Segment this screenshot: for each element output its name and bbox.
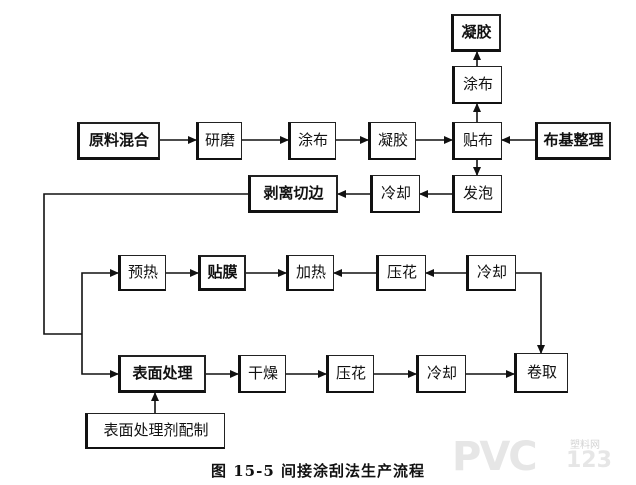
node-cooling-2: 冷却 — [466, 255, 516, 291]
node-heating: 加热 — [286, 255, 334, 291]
node-laminating-film: 贴膜 — [198, 255, 246, 291]
node-surface-treatment: 表面处理 — [118, 355, 206, 393]
arrow-cool2-to-wind — [516, 272, 545, 354]
figure-caption: 图 15-5 间接涂刮法生产流程 — [211, 462, 425, 480]
node-gelling-2: 凝胶 — [451, 14, 501, 52]
arrow-trunk-to-preheat — [81, 269, 119, 334]
watermark-site: 塑料网 — [570, 440, 600, 451]
node-raw-mixing: 原料混合 — [77, 122, 160, 160]
node-embossing-2: 压花 — [326, 355, 374, 393]
node-grinding: 研磨 — [196, 122, 242, 160]
node-coating-1: 涂布 — [288, 122, 336, 160]
watermark-number: 123 — [566, 448, 612, 473]
node-gelling-1: 凝胶 — [368, 122, 416, 160]
node-embossing-1: 压花 — [376, 255, 426, 291]
node-fabric-base-finishing: 布基整理 — [535, 122, 611, 160]
node-drying: 干燥 — [238, 355, 286, 393]
arrow-trunk-to-surface — [81, 334, 119, 378]
node-coating-2: 涂布 — [452, 66, 502, 104]
node-cooling-3: 冷却 — [416, 355, 466, 393]
node-peel-trim: 剥离切边 — [248, 175, 338, 213]
node-foaming: 发泡 — [452, 175, 502, 213]
node-treatment-agent-prep: 表面处理剂配制 — [85, 413, 225, 449]
watermark-logo: PVC — [452, 434, 538, 480]
node-preheating: 预热 — [118, 255, 166, 291]
connector-peel-to-trunk — [43, 193, 248, 335]
node-cooling-1: 冷却 — [370, 175, 420, 213]
node-laminating-fabric: 贴布 — [452, 122, 502, 160]
node-winding: 卷取 — [514, 353, 568, 393]
